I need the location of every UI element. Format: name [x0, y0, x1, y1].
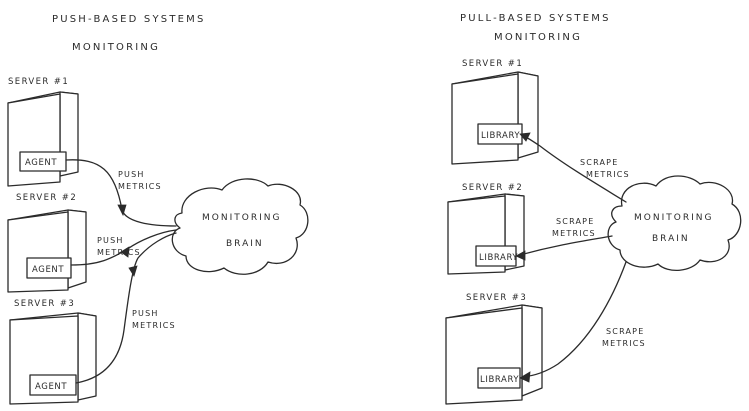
pull-title-line1: PULL-BASED SYSTEMS [460, 13, 611, 24]
push-cloud-outline [171, 178, 309, 275]
push-label-1-line1: PUSH [118, 170, 145, 179]
pull-brain-cloud: MONITORING BRAIN [607, 175, 742, 271]
pull-panel: PULL-BASED SYSTEMS MONITORING SERVER #1 … [445, 13, 742, 405]
push-brain-line1: MONITORING [202, 213, 281, 223]
pull-library-2-label: LIBRARY [479, 253, 518, 263]
push-server-3-side [77, 312, 97, 401]
pull-library-3-label: LIBRARY [480, 375, 519, 385]
push-title-line2: MONITORING [72, 42, 160, 53]
pull-title-line2: MONITORING [494, 32, 582, 43]
scrape-arrow-1 [523, 135, 627, 203]
pull-server-3-front [445, 307, 523, 405]
push-server-3-label: SERVER #3 [14, 299, 75, 309]
push-agent-box-2 [26, 257, 72, 279]
push-server-1-front [7, 93, 61, 187]
pull-label-1-line1: SCRAPE [580, 158, 618, 167]
push-arrow-3 [75, 232, 177, 384]
push-agent-3-label: AGENT [35, 382, 67, 392]
scrape-arrow-3 [521, 261, 627, 378]
pull-brain-line2: BRAIN [652, 234, 690, 244]
pull-brain-line1: MONITORING [634, 213, 713, 223]
pull-label-2-line2: METRICS [552, 229, 596, 238]
push-title-line1: PUSH-BASED SYSTEMS [52, 14, 206, 25]
push-server-2-label: SERVER #2 [16, 193, 77, 203]
push-brain-line2: BRAIN [226, 239, 264, 249]
push-label-2-line1: PUSH [97, 236, 124, 245]
push-label-1-line2: METRICS [118, 182, 162, 191]
push-agent-2-label: AGENT [32, 265, 64, 275]
pull-label-1-line2: METRICS [586, 170, 630, 179]
pull-server-2: SERVER #2 LIBRARY [447, 183, 525, 275]
push-label-2-line2: METRICS [97, 248, 141, 257]
scrape-arrow-2 [519, 235, 613, 256]
scrape-arrowhead-3 [519, 371, 531, 383]
push-server-2: SERVER #2 AGENT [7, 193, 87, 293]
pull-server-1: SERVER #1 LIBRARY [451, 59, 539, 165]
push-label-3-line2: METRICS [132, 321, 176, 330]
pull-server-1-side [517, 71, 539, 159]
scrape-arrowhead-1 [519, 132, 531, 142]
push-panel: PUSH-BASED SYSTEMS MONITORING SERVER #1 … [7, 14, 309, 405]
push-server-3: SERVER #3 AGENT [9, 299, 97, 405]
pull-cloud-outline [607, 175, 742, 271]
pull-label-2-line1: SCRAPE [556, 217, 594, 226]
push-agent-box-1 [19, 151, 67, 172]
push-server-2-front [7, 211, 69, 293]
push-server-1-label: SERVER #1 [8, 77, 69, 87]
push-brain-cloud: MONITORING BRAIN [171, 178, 309, 275]
push-label-3-line1: PUSH [132, 309, 159, 318]
pull-server-1-label: SERVER #1 [462, 59, 523, 69]
pull-server-3-side [521, 304, 543, 397]
push-arrowhead-1 [117, 204, 127, 217]
pull-label-3-line2: METRICS [602, 339, 646, 348]
pull-server-1-front [451, 73, 519, 165]
push-agent-box-3 [29, 374, 77, 396]
pull-label-3-line1: SCRAPE [606, 327, 644, 336]
pull-server-3-label: SERVER #3 [466, 293, 527, 303]
push-server-1: SERVER #1 AGENT [7, 77, 79, 187]
pull-server-2-label: SERVER #2 [462, 183, 523, 193]
scrape-arrowhead-2 [515, 250, 526, 261]
pull-server-3: SERVER #3 LIBRARY [445, 293, 543, 405]
push-arrowhead-3 [128, 265, 138, 277]
pull-library-1-label: LIBRARY [481, 131, 520, 141]
push-arrowhead-2 [120, 246, 130, 258]
push-agent-1-label: AGENT [25, 158, 57, 168]
